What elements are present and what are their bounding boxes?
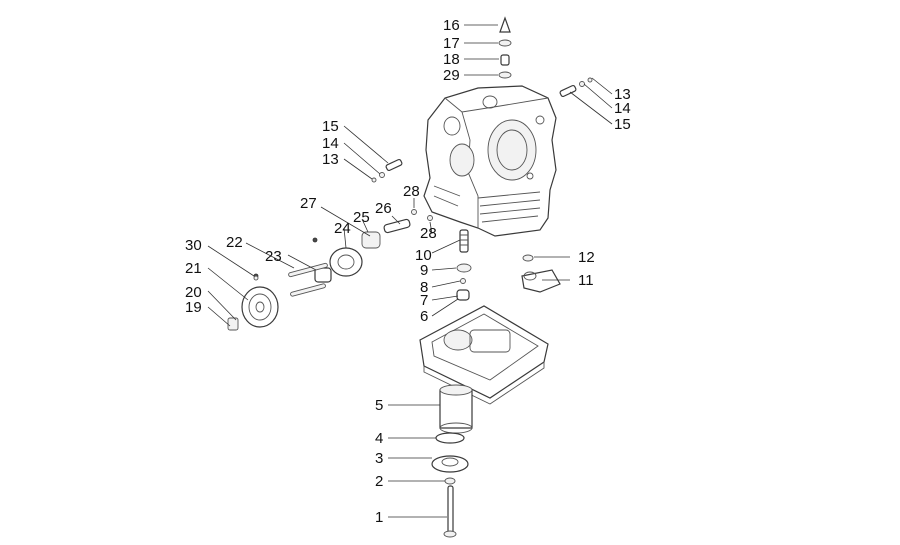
callout-6: 6 <box>420 308 428 325</box>
oil-filter-stack-part <box>431 384 473 538</box>
callout-7: 7 <box>420 292 428 309</box>
callout-17: 17 <box>443 35 460 52</box>
timing-gear-part <box>227 273 279 331</box>
callout-9: 9 <box>420 262 428 279</box>
callout-28-top: 28 <box>403 183 420 200</box>
callout-22: 22 <box>226 234 243 251</box>
callout-30: 30 <box>185 237 202 254</box>
callout-2: 2 <box>375 473 383 490</box>
callout-26: 26 <box>375 200 392 217</box>
callout-labels: 16 17 18 29 13 14 15 15 14 13 28 27 26 2… <box>185 17 631 526</box>
callout-4: 4 <box>375 430 383 447</box>
callout-19: 19 <box>185 299 202 316</box>
callout-8: 8 <box>420 279 428 296</box>
callout-14-left: 14 <box>322 135 339 152</box>
callout-29: 29 <box>443 67 460 84</box>
callout-20: 20 <box>185 284 202 301</box>
callout-13-left: 13 <box>322 151 339 168</box>
callout-27: 27 <box>300 195 317 212</box>
callout-5: 5 <box>375 397 383 414</box>
callout-24: 24 <box>334 220 351 237</box>
callout-12: 12 <box>578 249 595 266</box>
callout-21: 21 <box>185 260 202 277</box>
crankcase-part <box>423 85 557 237</box>
callout-3: 3 <box>375 450 383 467</box>
callout-10: 10 <box>415 247 432 264</box>
callout-11: 11 <box>578 272 594 289</box>
callout-16: 16 <box>443 17 460 34</box>
small-parts <box>253 16 593 301</box>
callout-23: 23 <box>265 248 282 265</box>
oil-sump-part <box>419 305 549 405</box>
callout-14-right: 14 <box>614 100 631 117</box>
leader-lines <box>207 24 613 518</box>
callout-13-right: 13 <box>614 86 631 103</box>
callout-15-right: 15 <box>614 116 631 133</box>
callout-1: 1 <box>375 509 383 526</box>
callout-15-left: 15 <box>322 118 339 135</box>
callout-25: 25 <box>353 209 370 226</box>
oil-pump-assembly-part <box>288 218 411 297</box>
callout-18: 18 <box>443 51 460 68</box>
callout-28-bottom: 28 <box>420 225 437 242</box>
